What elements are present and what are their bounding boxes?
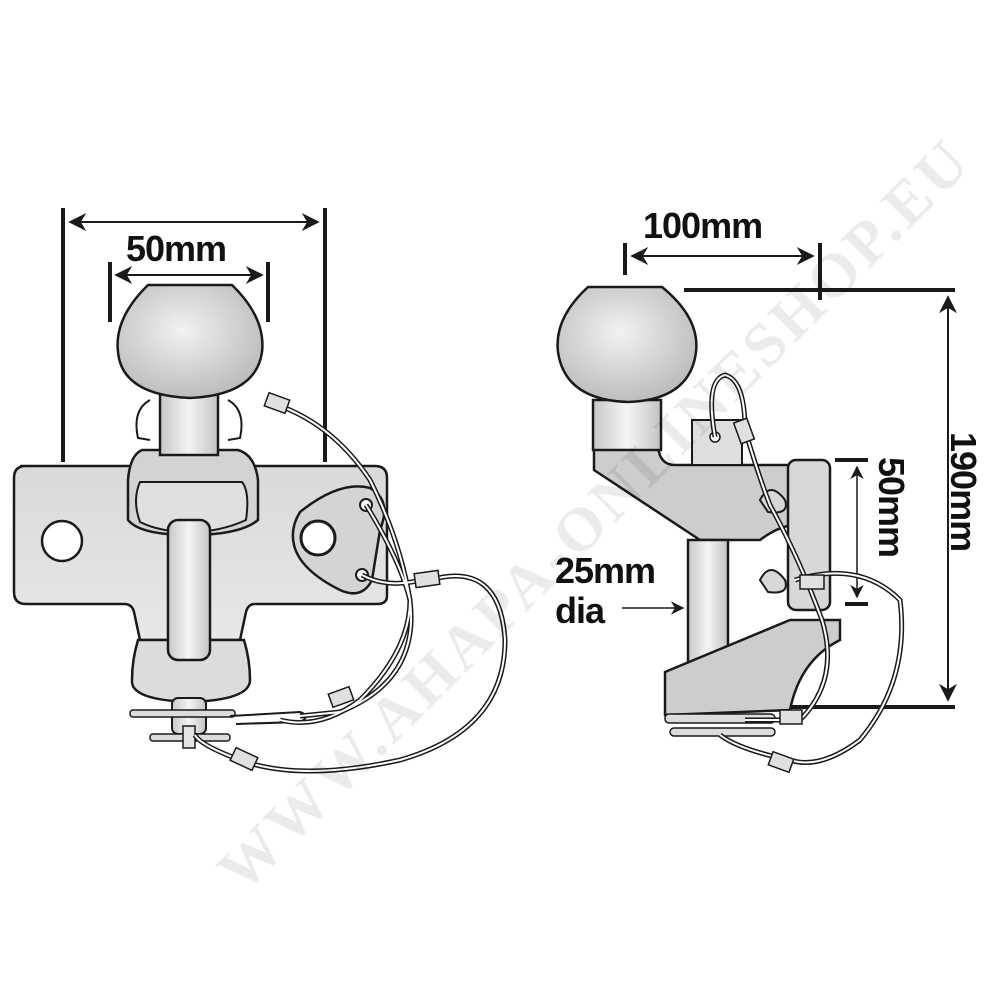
clip-pins xyxy=(129,709,307,749)
ball-diameter-label: 50mm xyxy=(126,228,227,269)
cable-ferrules xyxy=(229,391,441,772)
ball-offset-label: 100mm xyxy=(643,205,763,246)
r-clip-left xyxy=(135,399,151,441)
mounting-hole xyxy=(40,519,84,563)
side-cable-ferrules xyxy=(732,417,825,774)
pin-diameter-suffix: dia xyxy=(555,590,605,631)
coupling-pin xyxy=(166,518,212,662)
side-tow-ball xyxy=(556,285,698,404)
jaw-gap-dimension xyxy=(835,458,868,606)
overall-height-label: 190mm xyxy=(943,432,984,552)
front-view xyxy=(12,208,508,774)
overall-height-dimension xyxy=(760,295,957,709)
ball-offset-dimension xyxy=(623,243,955,300)
side-ball-neck xyxy=(591,398,663,452)
swivel-bracket xyxy=(291,485,386,595)
tow-ball xyxy=(116,283,264,400)
r-clip-right xyxy=(227,399,243,441)
ball-diameter-dimension xyxy=(108,262,270,322)
side-lug xyxy=(691,419,743,466)
overall-width-dimension xyxy=(61,208,327,462)
jaw-gap-label: 50mm xyxy=(871,457,912,558)
pin-diameter-label: 25mm xyxy=(555,550,656,591)
side-view xyxy=(556,243,957,774)
